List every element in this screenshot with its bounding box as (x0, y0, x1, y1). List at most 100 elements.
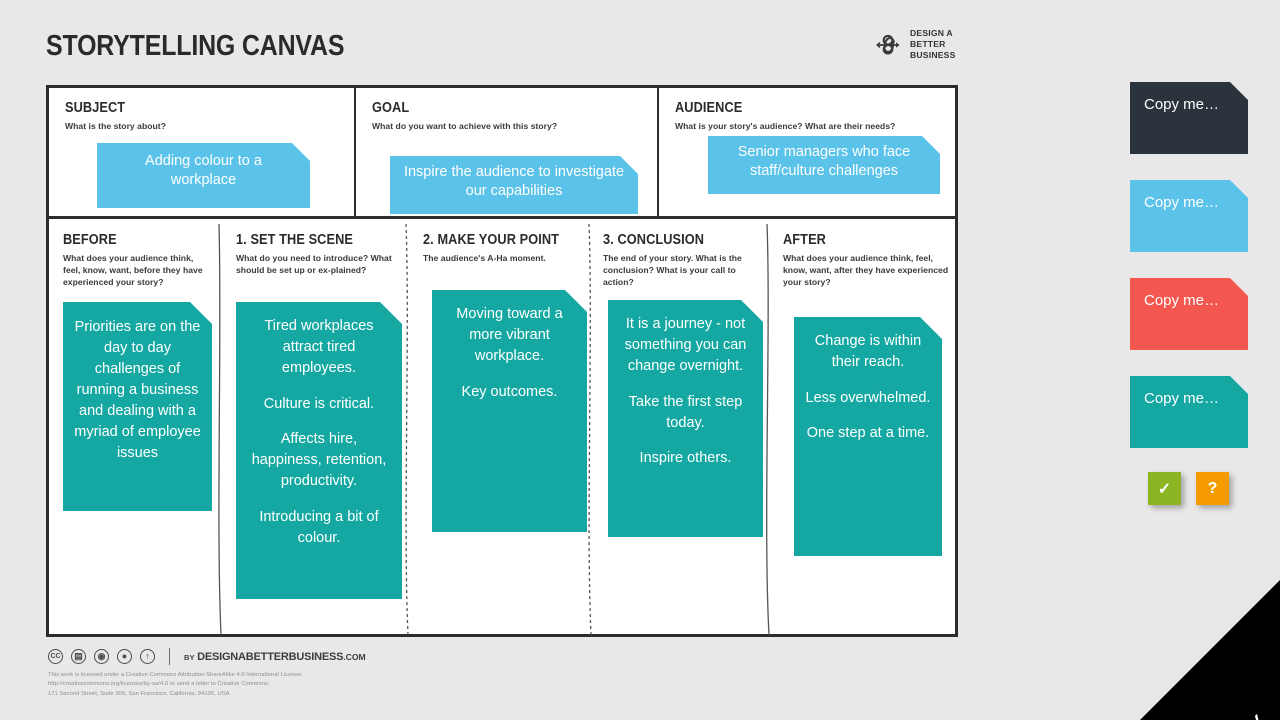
note-paragraph: Tired workplaces attract tired employees… (264, 318, 374, 377)
cc-by-icon: ▤ (71, 649, 86, 664)
panel-before-header: BEFORE What does your audience think, fe… (63, 232, 213, 289)
note-paragraph: It is a journey - not something you can … (624, 316, 747, 375)
brand-line-2: BETTER (910, 39, 946, 49)
panel-after-subtitle: What does your audience think, feel, kno… (783, 253, 949, 288)
sticky-note-conclusion-text: It is a journey - not something you can … (615, 314, 756, 469)
panel-set-the-scene-subtitle: What do you need to introduce? What shou… (236, 253, 392, 276)
panel-before[interactable]: BEFORE What does your audience think, fe… (49, 222, 219, 634)
page-title: STORYTELLING CANVAS (46, 30, 345, 62)
palette-note-teal-label: Copy me… (1144, 390, 1220, 407)
confirm-button[interactable]: ✓ (1148, 472, 1181, 505)
panel-audience-subtitle: What is your story's audience? What are … (675, 121, 896, 131)
panel-conclusion-header: 3. CONCLUSION The end of your story. Wha… (603, 232, 761, 289)
sticky-note-subject[interactable]: Adding colour to a workplace (97, 143, 310, 208)
sticky-note-palette: Copy me… Copy me… Copy me… Copy me… ✓ ? (1130, 0, 1280, 720)
template-credit-ribbon: Template by Ƀ BRUCEY (1140, 580, 1280, 720)
panel-goal[interactable]: GOAL What do you want to achieve with th… (354, 88, 657, 216)
footer-by-tld: .COM (343, 651, 366, 662)
note-paragraph: Less overwhelmed. (805, 389, 931, 406)
note-paragraph: Change is within their reach. (814, 333, 922, 371)
sticky-note-set-the-scene[interactable]: Tired workplaces attract tired employees… (236, 302, 402, 599)
cc-sa-icon: ● (117, 649, 132, 664)
note-paragraph: Key outcomes. (461, 383, 558, 400)
note-paragraph: Affects hire, happiness, retention, prod… (251, 431, 387, 490)
footer-byline[interactable]: BY DESIGNABETTERBUSINESS.COM (184, 651, 366, 663)
note-paragraph: Priorities are on the day to day challen… (74, 319, 201, 462)
sticky-note-before-text: Priorities are on the day to day challen… (73, 317, 202, 464)
note-paragraph: Inspire others. (639, 450, 732, 467)
bottom-row: BEFORE What does your audience think, fe… (49, 222, 955, 636)
sticky-note-audience[interactable]: Senior managers who face staff/culture c… (708, 136, 940, 194)
license-line-1: This work is licensed under a Creative C… (48, 672, 303, 678)
panel-make-your-point-title: 2. MAKE YOUR POINT (423, 232, 560, 248)
footer: CC ▤ ◉ ● ↑ BY DESIGNABETTERBUSINESS.COM … (48, 648, 478, 699)
note-paragraph: One step at a time. (806, 425, 930, 442)
sticky-note-after-text: Change is within their reach. Less overw… (801, 331, 935, 444)
infinity-arrow-icon (873, 30, 903, 60)
panel-set-the-scene[interactable]: 1. SET THE SCENE What do you need to int… (219, 222, 407, 634)
panel-before-title: BEFORE (63, 232, 117, 248)
panel-after[interactable]: AFTER What does your audience think, fee… (767, 222, 955, 634)
palette-note-red[interactable]: Copy me… (1130, 278, 1248, 350)
sticky-note-before[interactable]: Priorities are on the day to day challen… (63, 302, 212, 511)
note-paragraph: Take the first step today. (628, 393, 743, 431)
cc-zero-icon: ◉ (94, 649, 109, 664)
license-text: This work is licensed under a Creative C… (48, 671, 478, 699)
footer-by-prefix: BY (184, 652, 195, 662)
sticky-note-goal-text: Inspire the audience to investigate our … (403, 164, 625, 200)
license-line-3: 171 Second Street, Suite 300, San Franci… (48, 690, 232, 697)
sticky-note-audience-text: Senior managers who face staff/culture c… (737, 144, 911, 180)
palette-note-red-label: Copy me… (1144, 292, 1220, 309)
panel-make-your-point[interactable]: 2. MAKE YOUR POINT The audience's A-Ha m… (407, 222, 589, 634)
panel-after-header: AFTER What does your audience think, fee… (783, 232, 949, 289)
panel-make-your-point-header: 2. MAKE YOUR POINT The audience's A-Ha m… (423, 232, 583, 264)
note-paragraph: Culture is critical. (263, 395, 375, 412)
note-paragraph: Introducing a bit of colour. (259, 508, 379, 546)
cc-attribution-icon: ↑ (140, 649, 155, 664)
sticky-note-make-your-point-text: Moving toward a more vibrant workplace. … (440, 304, 579, 403)
panel-goal-header: GOAL What do you want to achieve with th… (372, 100, 647, 132)
panel-goal-title: GOAL (372, 100, 410, 116)
panel-make-your-point-subtitle: The audience's A-Ha moment. (423, 253, 546, 263)
panel-conclusion-title: 3. CONCLUSION (603, 232, 705, 248)
brand-line-1: DESIGN A (910, 28, 953, 38)
canvas-board: SUBJECT What is the story about? Adding … (46, 85, 958, 637)
creative-commons-row: CC ▤ ◉ ● ↑ BY DESIGNABETTERBUSINESS.COM (48, 648, 478, 665)
panel-before-subtitle: What does your audience think, feel, kno… (63, 253, 203, 288)
brand-line-3: BUSINESS (910, 50, 956, 60)
panel-subject-header: SUBJECT What is the story about? (65, 100, 344, 132)
brand-wordmark: DESIGN A BETTER BUSINESS (910, 28, 956, 61)
panel-audience[interactable]: AUDIENCE What is your story's audience? … (657, 88, 955, 216)
panel-goal-subtitle: What do you want to achieve with this st… (372, 121, 558, 131)
footer-by-name: DESIGNABETTERBUSINESS (197, 650, 344, 663)
panel-set-the-scene-title: 1. SET THE SCENE (236, 232, 353, 248)
panel-set-the-scene-header: 1. SET THE SCENE What do you need to int… (236, 232, 401, 276)
panel-subject[interactable]: SUBJECT What is the story about? Adding … (49, 88, 354, 216)
sticky-note-set-the-scene-text: Tired workplaces attract tired employees… (245, 316, 393, 549)
design-a-better-business-logo: DESIGN A BETTER BUSINESS (873, 28, 956, 61)
sticky-note-subject-text: Adding colour to a workplace (145, 153, 262, 189)
palette-note-blue-label: Copy me… (1144, 194, 1220, 211)
sticky-note-conclusion[interactable]: It is a journey - not something you can … (608, 300, 763, 537)
palette-note-teal[interactable]: Copy me… (1130, 376, 1248, 448)
panel-subject-title: SUBJECT (65, 100, 126, 116)
sticky-note-after[interactable]: Change is within their reach. Less overw… (794, 317, 942, 556)
sticky-note-goal[interactable]: Inspire the audience to investigate our … (390, 156, 638, 214)
panel-conclusion-subtitle: The end of your story. What is the concl… (603, 253, 742, 288)
question-mark-icon: ? (1207, 479, 1218, 497)
panel-conclusion[interactable]: 3. CONCLUSION The end of your story. Wha… (589, 222, 767, 634)
panel-audience-title: AUDIENCE (675, 100, 743, 116)
palette-note-blue[interactable]: Copy me… (1130, 180, 1248, 252)
license-line-2: http://creativecommons.org/licenses/by-s… (48, 681, 270, 688)
sticky-note-make-your-point[interactable]: Moving toward a more vibrant workplace. … (432, 290, 587, 532)
check-icon: ✓ (1157, 480, 1172, 498)
ribbon-triangle (1140, 580, 1280, 720)
panel-subject-subtitle: What is the story about? (65, 121, 166, 131)
storytelling-canvas-area: STORYTELLING CANVAS DESIGN A BET (46, 28, 958, 699)
palette-note-dark[interactable]: Copy me… (1130, 82, 1248, 154)
palette-note-dark-label: Copy me… (1144, 96, 1220, 113)
panel-audience-header: AUDIENCE What is your story's audience? … (675, 100, 945, 132)
help-button[interactable]: ? (1196, 472, 1229, 505)
note-paragraph: Moving toward a more vibrant workplace. (456, 306, 563, 365)
